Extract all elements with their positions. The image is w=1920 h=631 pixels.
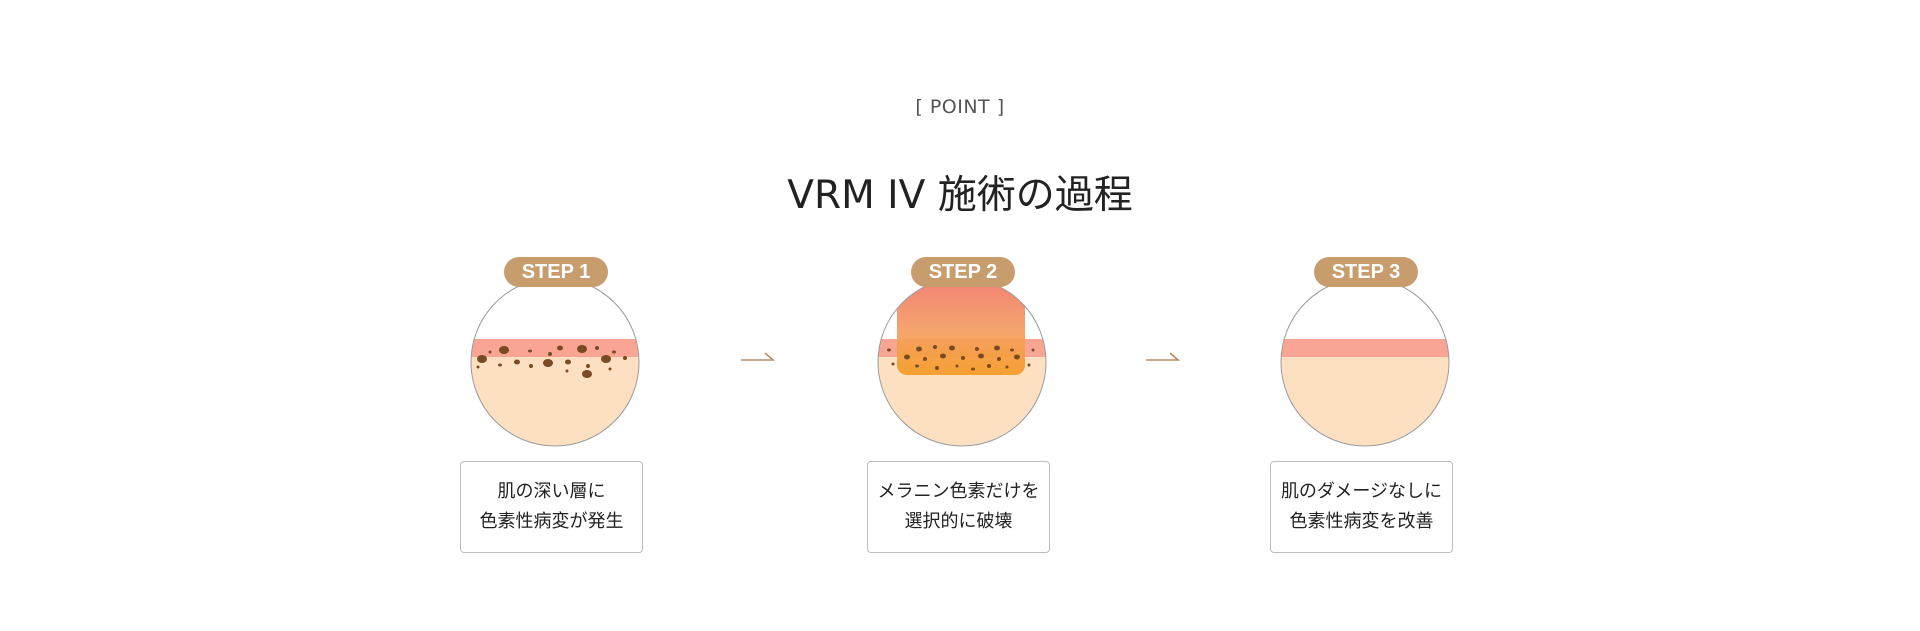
step-1-illustration <box>470 277 640 447</box>
right-arrow-icon <box>1146 352 1180 361</box>
step-3: STEP 3 肌のダメージなしに 色素性病変を改善 <box>1270 257 1460 557</box>
step-1-line-1: 肌の深い層に <box>497 481 606 502</box>
step-2-description: メラニン色素だけを 選択的に破壊 <box>867 461 1050 553</box>
step-3-illustration <box>1280 277 1450 447</box>
step-1-line-2: 色素性病変が発生 <box>479 511 624 532</box>
step-2: STEP 2 メラニン色素だけを 選択的に破壊 <box>867 257 1057 557</box>
step-2-line-2: 選択的に破壊 <box>904 511 1013 532</box>
point-eyebrow: [ POINT ] <box>915 96 1005 118</box>
step-2-line-1: メラニン色素だけを <box>877 481 1040 502</box>
step-3-badge: STEP 3 <box>1314 257 1418 287</box>
step-3-line-1: 肌のダメージなしに <box>1280 481 1443 502</box>
right-arrow-icon <box>741 352 775 361</box>
laser-beam <box>897 278 1025 375</box>
melanin-spots <box>476 345 627 378</box>
step-2-illustration <box>877 277 1047 447</box>
step-3-description: 肌のダメージなしに 色素性病変を改善 <box>1270 461 1453 553</box>
page-title: VRM IV 施術の過程 <box>787 173 1133 219</box>
step-1-description: 肌の深い層に 色素性病変が発生 <box>460 461 643 553</box>
step-1: STEP 1 肌の深い層に 色素性病変が発生 <box>460 257 650 557</box>
epidermis-layer <box>471 339 639 357</box>
step-2-badge: STEP 2 <box>911 257 1015 287</box>
step-1-badge: STEP 1 <box>504 257 608 287</box>
step-3-line-2: 色素性病変を改善 <box>1289 511 1434 532</box>
